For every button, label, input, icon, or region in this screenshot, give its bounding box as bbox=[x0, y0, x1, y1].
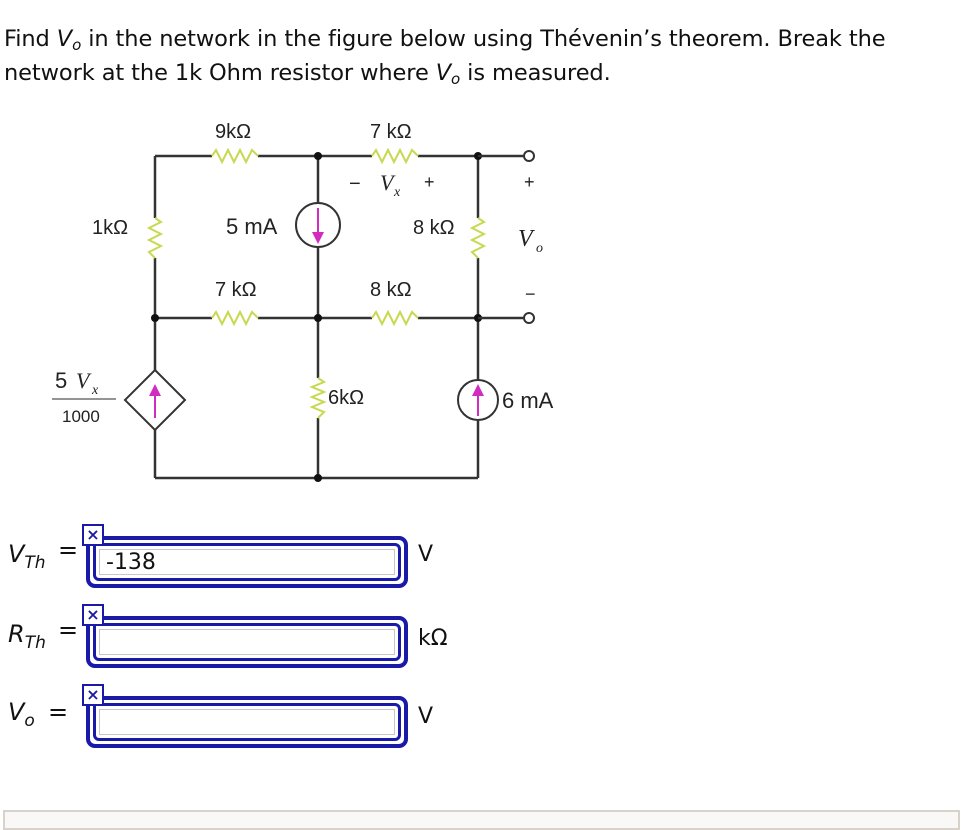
current-source-5ma bbox=[295, 202, 341, 248]
vo-plus: + bbox=[524, 172, 535, 192]
node-dot bbox=[314, 474, 322, 482]
label-5ma: 5 mA bbox=[226, 214, 278, 239]
label-1k: 1kΩ bbox=[92, 217, 128, 239]
vo-minus: − bbox=[525, 284, 536, 304]
incorrect-x-icon: × bbox=[82, 684, 104, 706]
label-7k-top: 7 kΩ bbox=[370, 121, 412, 143]
label-8k-mid: 8 kΩ bbox=[370, 279, 412, 301]
rth-field: × bbox=[82, 604, 408, 668]
resistors bbox=[146, 147, 487, 419]
question-part2: in the network in the figure below using… bbox=[4, 26, 886, 86]
vo-symbol-2: Vo bbox=[435, 60, 461, 88]
nodes bbox=[151, 152, 482, 482]
dep-denominator: 1000 bbox=[62, 407, 100, 426]
label-7k-mid: 7 kΩ bbox=[215, 279, 257, 301]
vo-field: × bbox=[82, 684, 408, 748]
question-text: Find Vo in the network in the figure bel… bbox=[4, 22, 974, 90]
resistor-8k-mid bbox=[371, 309, 419, 327]
node-dot bbox=[314, 152, 322, 160]
resistor-8k-vertical bbox=[469, 217, 487, 259]
next-panel bbox=[3, 810, 960, 830]
terminal-top bbox=[523, 150, 535, 162]
node-dot bbox=[314, 314, 322, 322]
vth-equals: = bbox=[58, 536, 79, 564]
resistor-7k-top bbox=[371, 147, 419, 165]
vx-sub: x bbox=[393, 185, 401, 200]
vo-symbol: Vo bbox=[56, 26, 82, 54]
vo-symbol: V bbox=[518, 226, 535, 252]
rth-label: RTh bbox=[8, 620, 46, 653]
rth-unit: kΩ bbox=[418, 626, 448, 651]
output-terminals bbox=[478, 150, 535, 324]
incorrect-x-icon: × bbox=[82, 524, 104, 546]
vth-unit: V bbox=[418, 542, 434, 567]
node-dot bbox=[151, 314, 159, 322]
resistor-6k bbox=[309, 377, 327, 419]
label-6k: 6kΩ bbox=[328, 387, 364, 409]
wires bbox=[153, 154, 528, 480]
rth-input[interactable] bbox=[99, 629, 395, 655]
current-source-6ma bbox=[457, 379, 499, 421]
dep-sub: x bbox=[91, 383, 99, 398]
vth-input[interactable] bbox=[99, 549, 395, 575]
question-part3: is measured. bbox=[460, 60, 611, 86]
answer-row-rth: RTh = × kΩ bbox=[0, 604, 480, 670]
label-9k: 9kΩ bbox=[215, 121, 251, 143]
question-part1: Find bbox=[4, 26, 57, 52]
circuit-diagram: 9kΩ 7 kΩ 1kΩ 5 mA 8 kΩ 7 kΩ 8 kΩ 6kΩ 6 m… bbox=[52, 121, 554, 482]
dep-coef: 5 bbox=[55, 368, 67, 393]
label-8k-vertical: 8 kΩ bbox=[413, 217, 455, 239]
vth-field: × bbox=[82, 524, 408, 588]
vo-unit: V bbox=[418, 704, 434, 729]
resistor-9k bbox=[211, 147, 259, 165]
label-6ma: 6 mA bbox=[502, 388, 554, 413]
vo-equals: = bbox=[48, 698, 69, 726]
dependent-current-source bbox=[123, 368, 187, 432]
incorrect-x-icon: × bbox=[82, 604, 104, 626]
vx-symbol: V bbox=[380, 170, 396, 195]
answer-row-vo: Vo = × V bbox=[0, 684, 480, 750]
vo-sub: o bbox=[536, 241, 543, 256]
vth-label: VTh bbox=[8, 540, 46, 573]
dep-var: V bbox=[76, 368, 92, 393]
rth-equals: = bbox=[58, 616, 79, 644]
vx-minus: − bbox=[349, 173, 361, 195]
resistor-7k-mid bbox=[211, 309, 259, 327]
vo-label: Vo bbox=[8, 698, 35, 731]
resistor-1k bbox=[146, 217, 164, 259]
answer-row-vth: VTh = × V bbox=[0, 524, 480, 590]
vx-plus: + bbox=[424, 172, 435, 192]
vo-input[interactable] bbox=[99, 709, 395, 735]
terminal-bottom bbox=[523, 312, 535, 324]
